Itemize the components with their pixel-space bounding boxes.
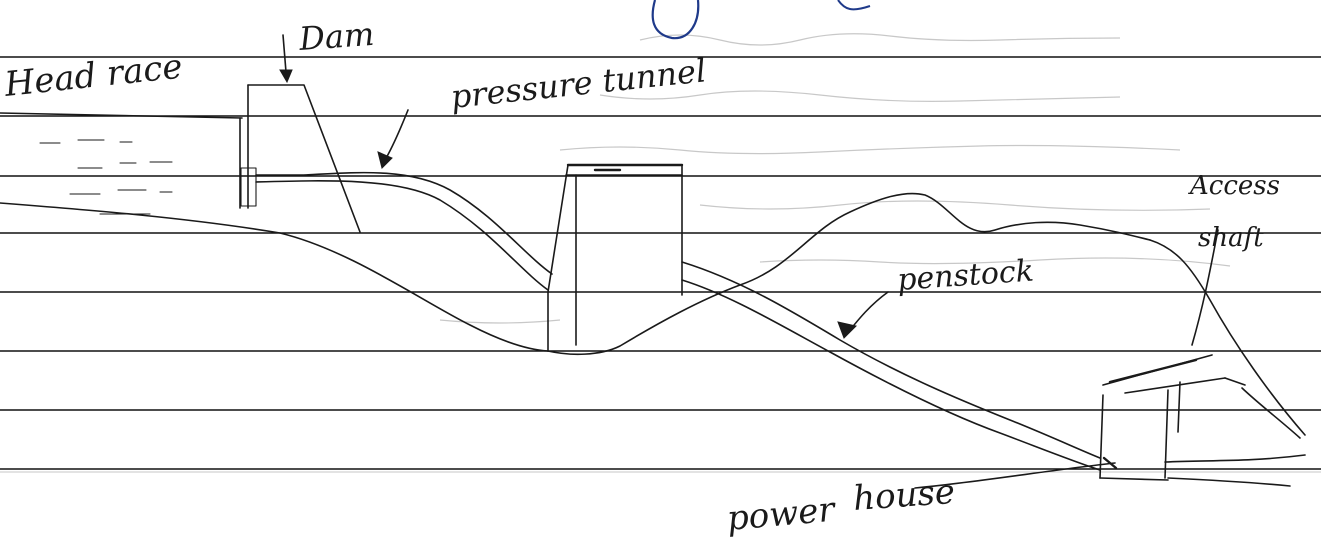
top-blue-strokes bbox=[651, 0, 871, 40]
penstock-upper bbox=[681, 261, 1101, 459]
surge-shaft bbox=[547, 163, 684, 352]
access-shaft-line bbox=[1177, 381, 1181, 433]
access-shaft-pointer bbox=[1191, 229, 1219, 346]
dam-crest bbox=[247, 84, 361, 233]
pressure-tunnel bbox=[255, 171, 553, 291]
power-house-label-line2: house bbox=[852, 472, 956, 519]
access-shaft-label-line2: shaft bbox=[1198, 223, 1264, 253]
access-shaft-label-line1: Access bbox=[1188, 171, 1280, 201]
ground-profile bbox=[0, 202, 549, 352]
bleed-stroke bbox=[699, 200, 1211, 211]
bleed-stroke bbox=[439, 319, 561, 324]
head-race-label: Head race bbox=[2, 47, 185, 106]
tunnel-arrowhead bbox=[377, 151, 393, 169]
dam-pointer bbox=[282, 34, 287, 73]
bleed-stroke bbox=[599, 90, 1121, 102]
water-hatch bbox=[77, 161, 173, 169]
bleed-stroke bbox=[559, 144, 1181, 155]
tunnel-pointer bbox=[384, 109, 409, 161]
penstock-pointer bbox=[849, 291, 889, 331]
water-hatch bbox=[69, 189, 173, 195]
bleed-stroke bbox=[639, 33, 1121, 46]
penstock-lower bbox=[681, 279, 1101, 471]
hill-profile bbox=[547, 192, 1306, 436]
tailrace-lower bbox=[1167, 477, 1291, 487]
labels: Head race Dam pressure tunnel Access sha… bbox=[2, 15, 1280, 539]
dam-label: Dam bbox=[297, 15, 376, 58]
pointer-arrows bbox=[279, 34, 1116, 489]
powerhouse-pointer bbox=[914, 462, 1116, 489]
shaft-wall bbox=[547, 164, 569, 293]
penstock-pipe bbox=[681, 261, 1101, 471]
tunnel-lower bbox=[255, 180, 549, 291]
blue-stroke bbox=[837, 0, 871, 11]
powerhouse-roof-edge bbox=[1108, 358, 1198, 384]
water-surface bbox=[0, 112, 243, 119]
powerhouse-roof-end bbox=[1224, 377, 1246, 386]
power-house bbox=[1099, 354, 1306, 487]
dam-structure bbox=[239, 84, 361, 233]
hill-line bbox=[547, 192, 1151, 356]
tunnel-upper bbox=[304, 171, 553, 275]
powerhouse-floor bbox=[1099, 477, 1169, 481]
access-shaft bbox=[1177, 229, 1301, 439]
ruled-lines bbox=[0, 56, 1321, 473]
reservoir bbox=[0, 112, 549, 352]
dam-arrowhead bbox=[279, 69, 293, 84]
power-house-label-line1: power bbox=[725, 490, 838, 539]
penstock-arrowhead bbox=[837, 321, 857, 339]
access-shaft-line bbox=[1241, 387, 1301, 439]
powerhouse-wall bbox=[1099, 394, 1104, 479]
powerhouse-roof-inner bbox=[1124, 377, 1226, 394]
bleed-stroke bbox=[759, 257, 1231, 267]
tailrace-upper bbox=[1164, 454, 1306, 463]
intake-gate bbox=[240, 167, 257, 207]
hill-line-descending bbox=[1149, 239, 1306, 436]
blue-stroke bbox=[651, 0, 700, 40]
pressure-tunnel-label: pressure tunnel bbox=[449, 51, 708, 116]
water-hatch bbox=[39, 139, 133, 144]
powerhouse-wall bbox=[1164, 389, 1169, 479]
